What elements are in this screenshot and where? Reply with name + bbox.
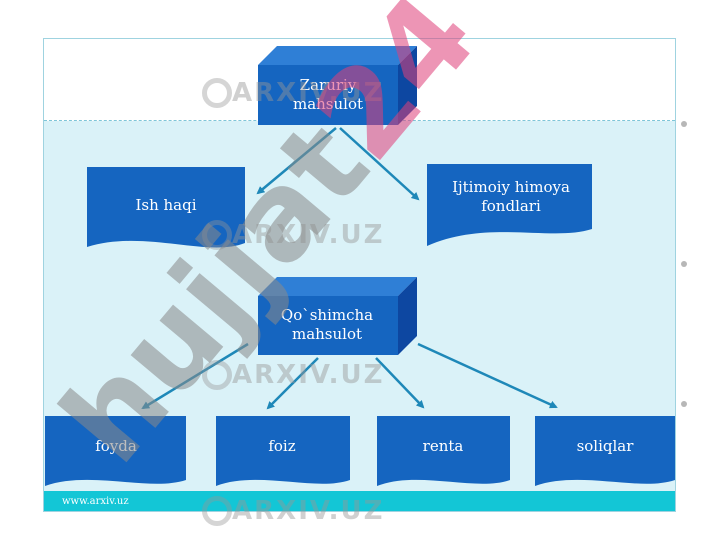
arrow-qoshimcha-to-foiz (266, 357, 319, 410)
arrow-zaruriy-to-ish-haqi (256, 127, 337, 195)
node-ijtimoiy-label: Ijtimoiy himoya fondlari (452, 178, 570, 215)
edge-dot-3 (681, 401, 687, 407)
watermark-text: ARXIV.UZ (232, 78, 385, 108)
watermark-logo-icon (202, 496, 232, 526)
arrow-qoshimcha-to-foyda (141, 342, 249, 410)
node-ish-haqi-label: Ish haqi (135, 195, 197, 214)
node-qoshimcha-box (258, 277, 417, 355)
arrow-qoshimcha-to-renta (375, 357, 425, 409)
node-zaruriy-label: Zaruriy mahsulot (292, 76, 364, 113)
node-soliqlar-label: soliqlar (576, 436, 634, 455)
edge-dot-2 (681, 261, 687, 267)
edge-dot-1 (681, 121, 687, 127)
footer-bar (44, 491, 675, 511)
watermark-text: ARXIV.UZ (232, 360, 385, 390)
arrow-qoshimcha-to-soliqlar (417, 342, 558, 409)
node-zaruriy-box (258, 46, 417, 125)
node-renta-shape (377, 416, 510, 486)
node-soliqlar-shape (535, 416, 675, 486)
node-foiz-label: foiz (268, 436, 296, 455)
node-foiz-shape (216, 416, 350, 486)
node-qoshimcha-label: Qo`shimcha mahsulot (280, 306, 374, 343)
node-renta-label: renta (422, 436, 464, 455)
arrow-zaruriy-to-ijtimoiy (339, 127, 420, 201)
watermark-text: ARXIV.UZ (232, 220, 385, 250)
watermark-logo-icon (202, 220, 232, 250)
watermark-logo-icon (202, 78, 232, 108)
node-foyda-shape (45, 416, 186, 486)
node-foyda-label: foyda (95, 436, 137, 455)
footer-url: www.arxiv.uz (62, 496, 129, 507)
watermark-logo-icon (202, 360, 232, 390)
node-ijtimoiy-shape (427, 164, 592, 246)
watermark-text: ARXIV.UZ (232, 496, 385, 526)
